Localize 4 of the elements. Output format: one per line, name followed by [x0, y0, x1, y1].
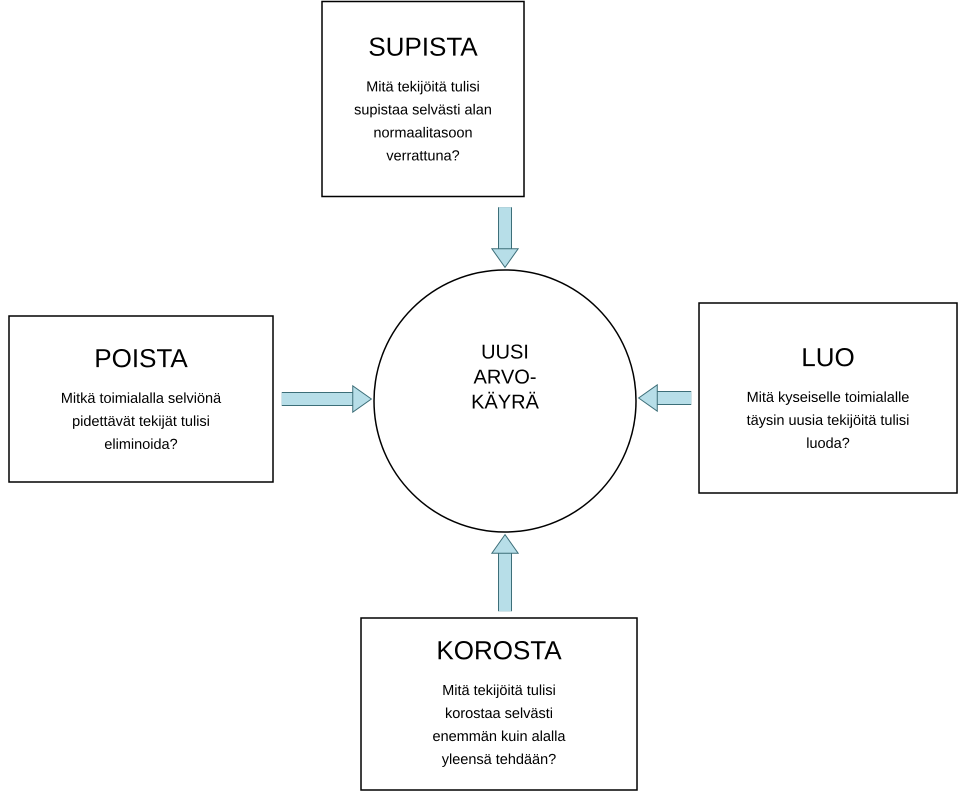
text-box: LUO Mitä kyseiselle toimialalle täysin uusia tekijöitä tulisi luoda? — [698, 302, 958, 494]
text-box: SUPISTA Mitä tekijöitä tulisi supistaa selvästi alan normaalitasoon verrattuna? — [321, 0, 525, 198]
text-box: POISTA Mitkä toimialalla selviönä pidettävät tekijät tulisi eliminoida? — [8, 315, 274, 483]
text-box: KOROSTA Mitä tekijöitä tulisi korostaa selvästi enemmän kuin alalla yleensä tehdään? — [360, 617, 638, 791]
